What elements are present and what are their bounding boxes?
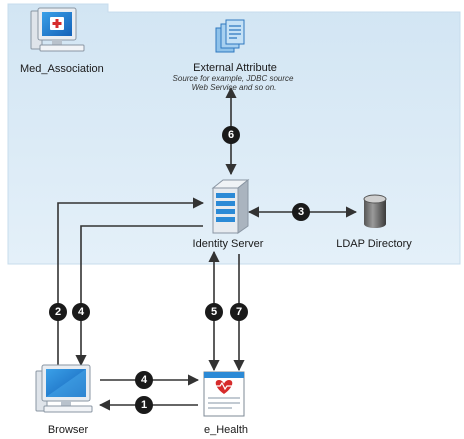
step-badge-1: 1 [135,396,153,414]
identity-server-label: Identity Server [192,238,264,250]
step-badge-5: 5 [205,303,223,321]
med-association-label: Med_Association [20,63,104,75]
server-tower-icon [211,178,250,234]
desktop-computer-icon [35,364,93,413]
computer-monitor-with-health-logo-icon [30,7,85,52]
browser-label: Browser [47,424,89,436]
ldap-directory-label: LDAP Directory [336,238,412,250]
e-health-label: e_Health [203,424,249,436]
external-attribute-note-line-1: Source for example, JDBC source [172,74,294,83]
document-stack-icon [215,19,245,53]
step-badge-7: 7 [230,303,248,321]
web-page-with-heart-icon [203,371,245,417]
step-badge-6: 6 [222,126,240,144]
external-attribute-label: External Attribute [193,62,277,74]
database-cylinder-icon [363,194,387,228]
step-badge-3: 3 [292,203,310,221]
external-attribute-note-line-2: Web Service and so on. [191,83,277,92]
step-badge-4-left: 4 [72,303,90,321]
step-badge-2: 2 [49,303,67,321]
step-badge-4-bottom: 4 [135,371,153,389]
